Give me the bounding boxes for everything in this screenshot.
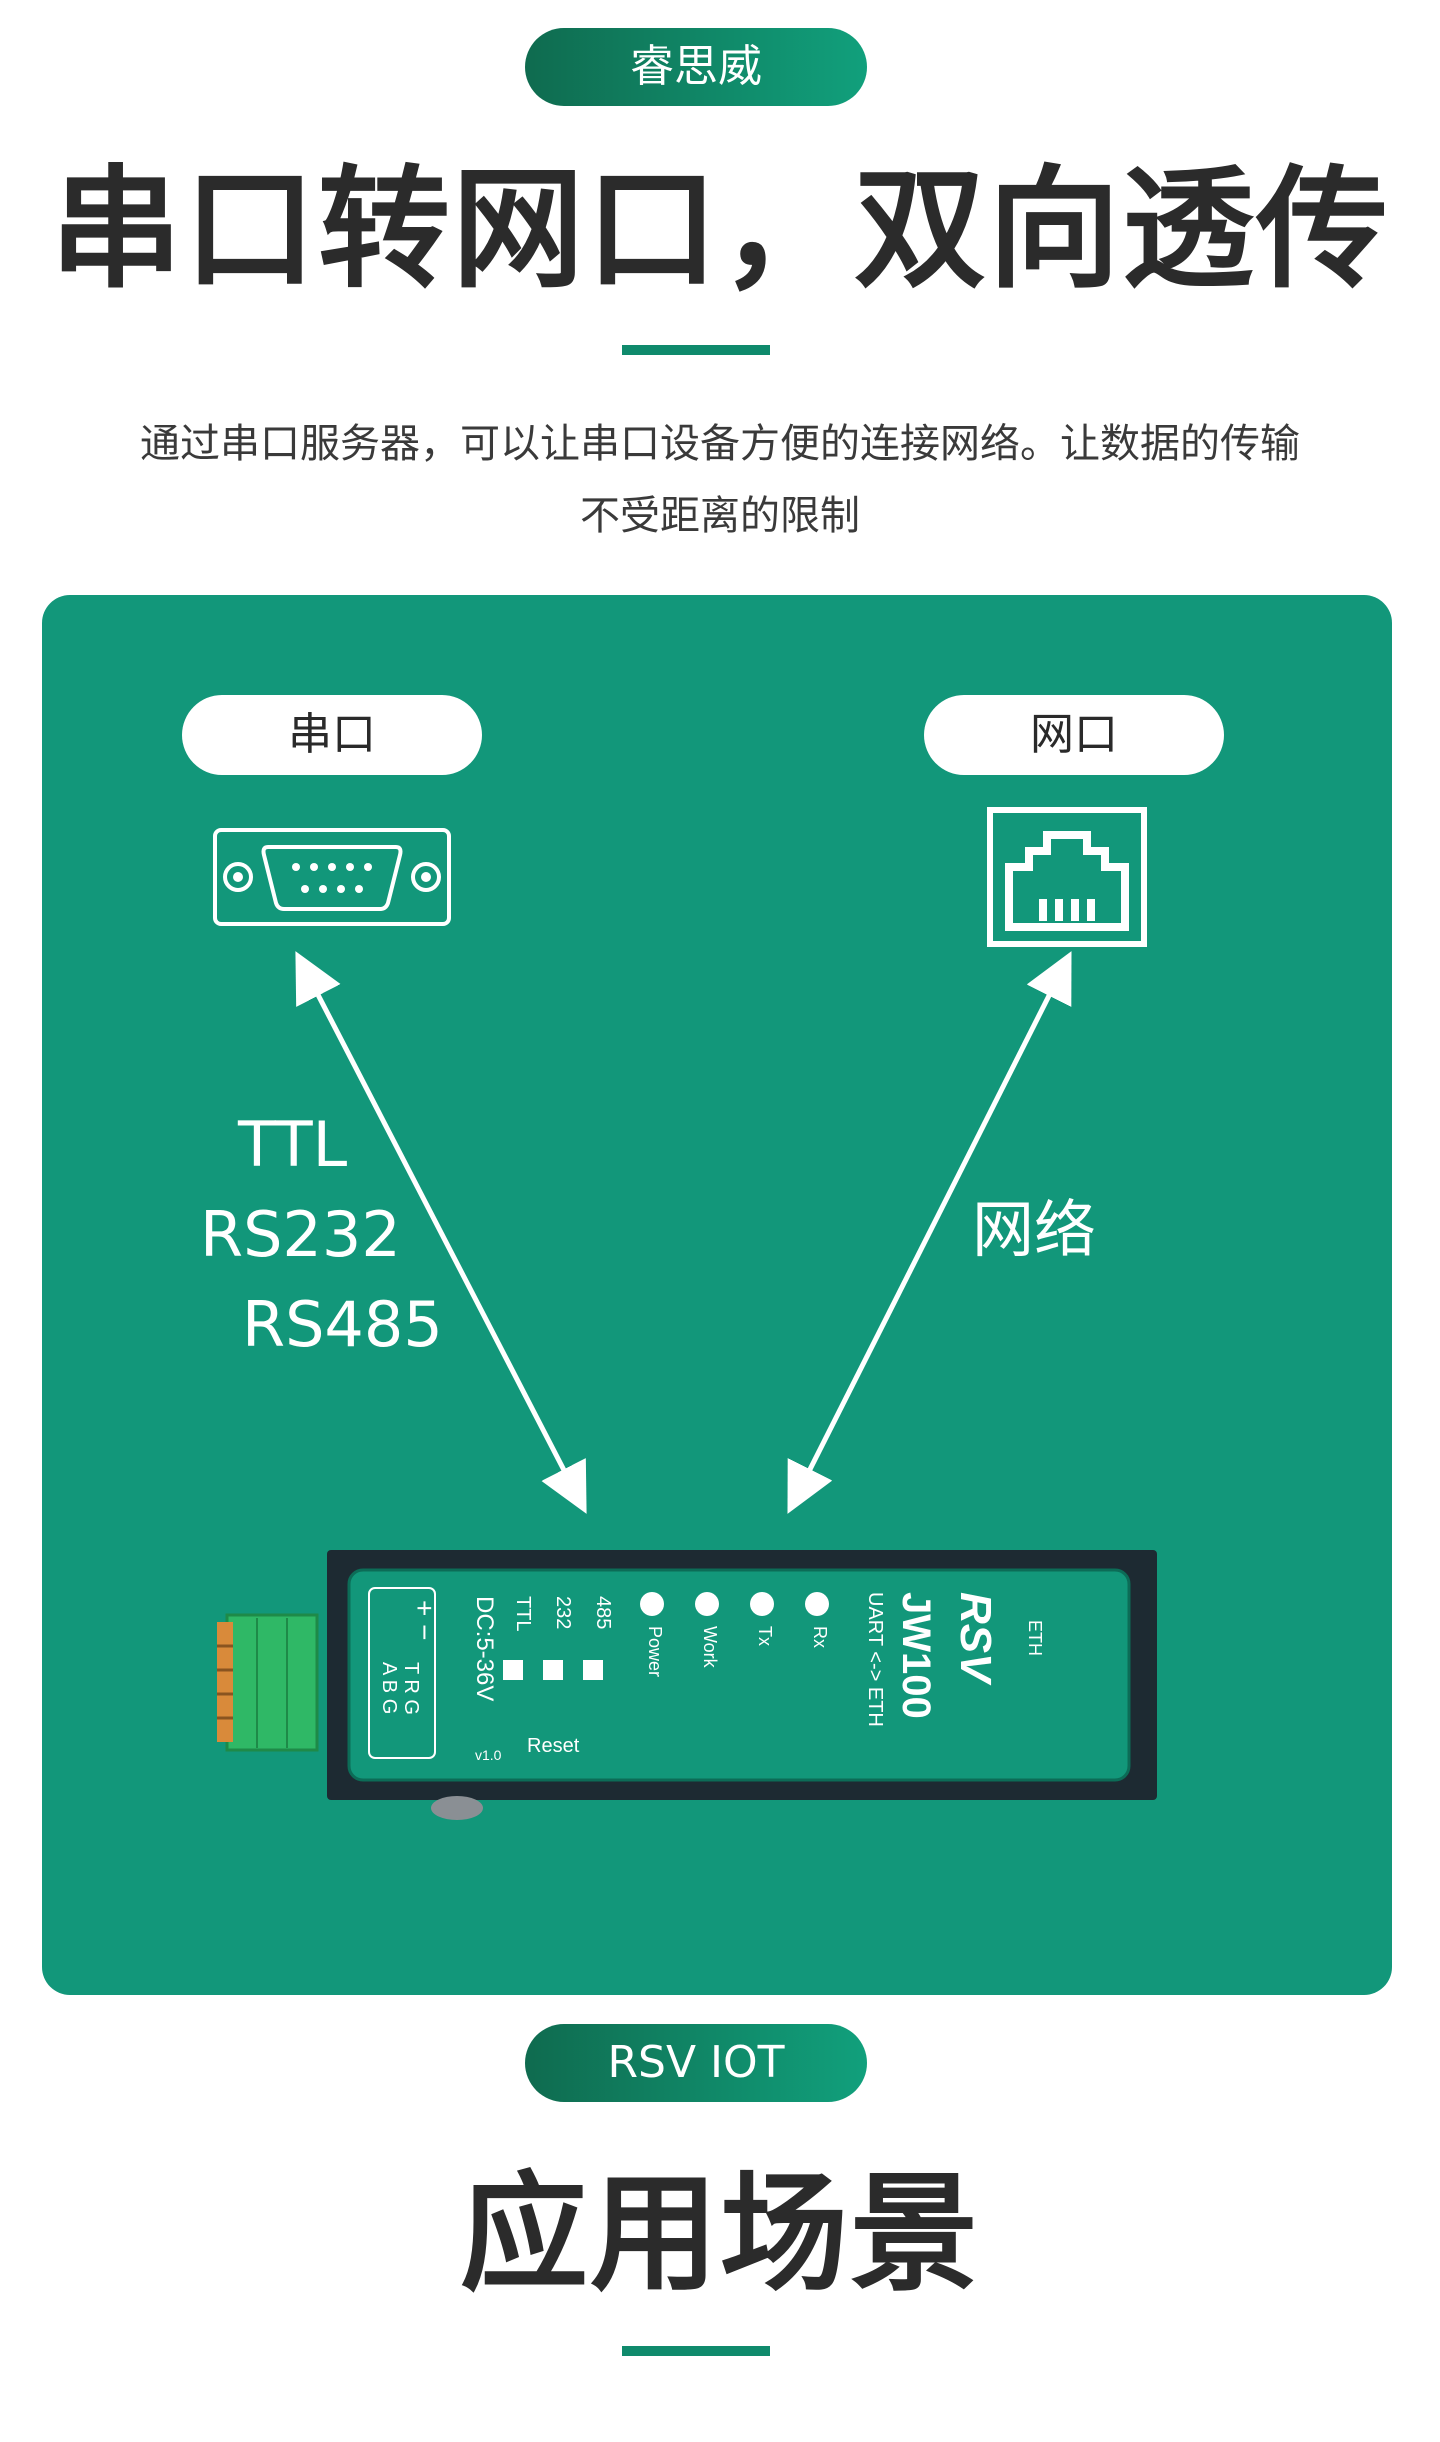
label-rs485: RS485 (242, 1288, 443, 1361)
serial-port-tag: 串口 (182, 695, 482, 775)
section-title: 应用场景 (459, 2160, 980, 2309)
headline-underline (622, 345, 770, 355)
rsv-iot-badge: RSV IOT (525, 2024, 867, 2102)
diagram-panel: 串口 网口 TTL RS232 RS485 网络 (42, 595, 1392, 1995)
brand-badge: 睿思威 (525, 28, 867, 106)
led-label-power: Power (645, 1626, 665, 1677)
led-label-tx: Tx (755, 1626, 775, 1646)
section-underline (622, 2346, 770, 2356)
device-eth-label: ETH (1025, 1620, 1045, 1656)
switch-label-ttl: TTL (512, 1596, 534, 1632)
description-line-1: 通过串口服务器，可以让串口设备方便的连接网络。让数据的传输 (140, 421, 1300, 467)
led-label-work: Work (700, 1626, 720, 1669)
serial-port-icon (213, 828, 451, 926)
network-port-tag: 网口 (924, 695, 1224, 775)
description-line-2: 不受距离的限制 (580, 493, 860, 539)
network-arrow (787, 951, 1072, 1514)
terminal-polarity-label: + − (409, 1600, 440, 1640)
network-port-icon (987, 807, 1147, 947)
page-headline: 串口转网口，双向透传 (50, 153, 1390, 307)
label-ttl: TTL (238, 1108, 348, 1181)
device-brand-label: RSV (951, 1592, 1000, 1686)
reset-label: Reset (527, 1735, 580, 1757)
terminal-row1-label: T R G (400, 1662, 422, 1715)
jw100-device: + − T R G A B G DC:5-36V v1.0 TTL 232 48… (217, 1550, 1157, 1820)
connection-arrows (295, 951, 1072, 1514)
led-label-rx: Rx (810, 1626, 830, 1648)
switch-label-485: 485 (592, 1596, 614, 1629)
terminal-row2-label: A B G (378, 1662, 400, 1714)
version-label: v1.0 (475, 1747, 502, 1763)
device-model-label: JW100 (894, 1592, 938, 1719)
serial-arrow (295, 951, 587, 1514)
device-mode-label: UART <-> ETH (864, 1592, 886, 1727)
switch-label-232: 232 (552, 1596, 574, 1629)
power-spec-label: DC:5-36V (471, 1596, 498, 1701)
label-network: 网络 (972, 1193, 1097, 1266)
label-rs232: RS232 (200, 1198, 401, 1271)
